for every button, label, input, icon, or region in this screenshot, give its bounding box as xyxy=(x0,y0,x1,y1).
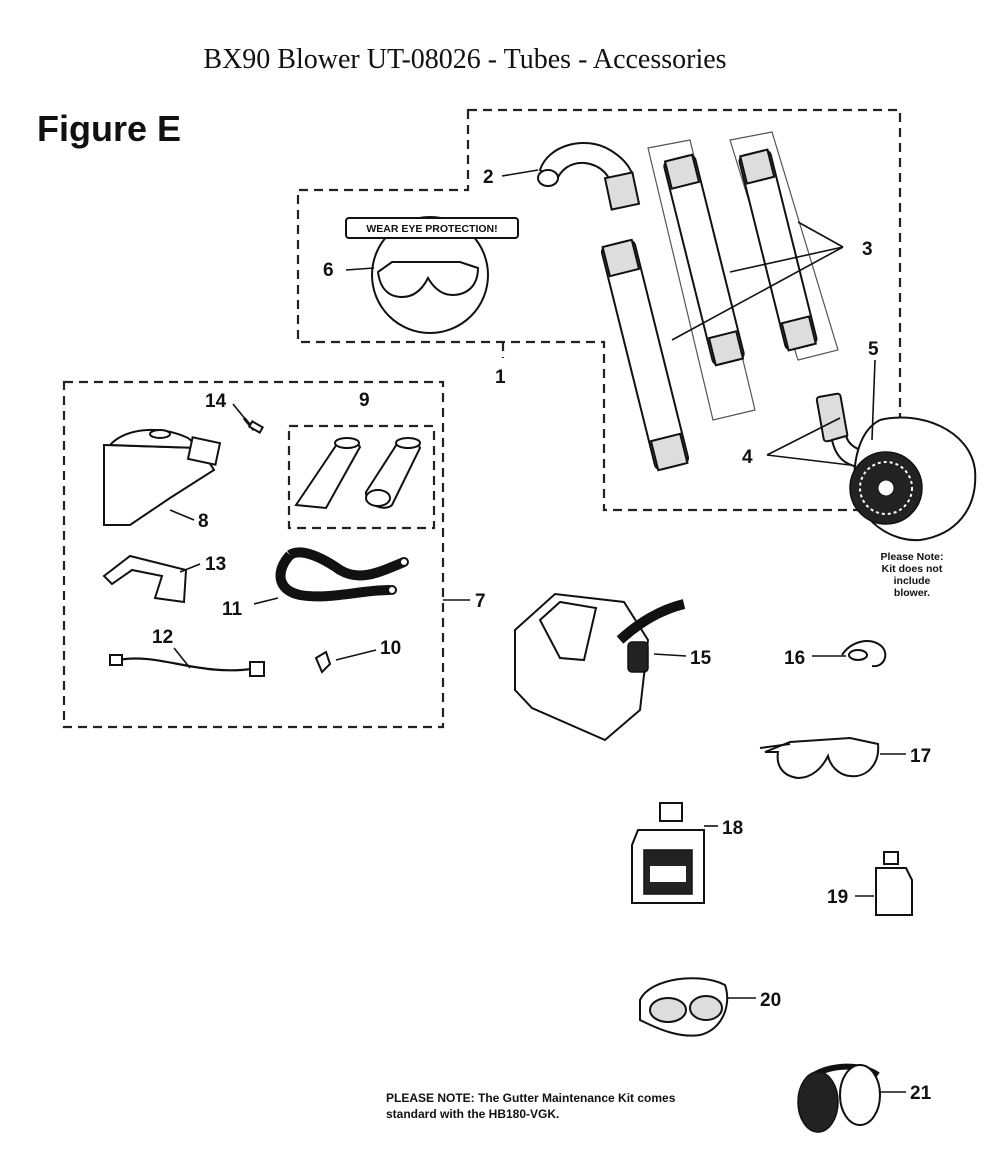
ear-muffs xyxy=(797,1063,881,1133)
nozzle-flat xyxy=(294,437,362,510)
callout-14: 14 xyxy=(205,391,227,412)
straight-tube-1 xyxy=(600,238,690,472)
nozzle-round xyxy=(364,437,422,509)
callout-15: 15 xyxy=(690,648,712,669)
callout-19: 19 xyxy=(827,887,848,908)
figure-label: Figure E xyxy=(37,108,182,149)
kit-7-boundary xyxy=(62,380,445,729)
leader-lines xyxy=(169,169,906,1093)
blower-note-line-1: Please Note: xyxy=(880,551,943,563)
bottom-note-line-2: standard with the HB180-VGK. xyxy=(386,1107,559,1121)
lanyard xyxy=(841,640,887,668)
blower-note-line-2: Kit does not xyxy=(882,563,943,575)
blower-note-line-4: blower. xyxy=(894,587,930,599)
elbow-tube xyxy=(537,141,641,211)
callout-17: 17 xyxy=(910,746,931,767)
callout-7: 7 xyxy=(475,591,486,612)
kit-1-boundary xyxy=(296,108,902,512)
shoulder-strap xyxy=(275,547,409,602)
clip xyxy=(314,650,332,674)
callout-5: 5 xyxy=(868,339,879,360)
blower xyxy=(849,416,977,542)
straight-tube-3 xyxy=(738,148,818,352)
callout-2: 2 xyxy=(483,167,494,188)
callout-1: 1 xyxy=(495,367,506,388)
warning-label: WEAR EYE PROTECTION! xyxy=(366,223,497,235)
callout-13: 13 xyxy=(205,554,226,575)
callout-4: 4 xyxy=(742,447,753,468)
u-clamp xyxy=(102,554,188,604)
callout-10: 10 xyxy=(380,638,401,659)
fuel-can xyxy=(514,592,686,742)
bottom-note-line-1: PLEASE NOTE: The Gutter Maintenance Kit … xyxy=(386,1091,676,1105)
callout-8: 8 xyxy=(198,511,209,532)
oil-bottle-small xyxy=(875,851,913,916)
page-title: BX90 Blower UT-08026 - Tubes - Accessori… xyxy=(203,44,727,75)
callout-11: 11 xyxy=(222,599,243,620)
callout-12: 12 xyxy=(152,627,173,648)
oil-bottle-large xyxy=(631,802,705,904)
callout-18: 18 xyxy=(722,818,743,839)
callout-3: 3 xyxy=(862,239,873,260)
callout-16: 16 xyxy=(784,648,805,669)
callout-20: 20 xyxy=(760,990,781,1011)
eye-protection-badge xyxy=(345,216,519,334)
callout-9: 9 xyxy=(359,390,370,411)
screw xyxy=(242,417,265,434)
safety-glasses xyxy=(759,736,880,780)
kit-9-boundary xyxy=(287,424,436,530)
blower-note-line-3: include xyxy=(894,575,931,587)
goggles xyxy=(639,977,729,1037)
callout-21: 21 xyxy=(910,1083,932,1104)
gutter-attachment xyxy=(103,428,222,526)
callout-6: 6 xyxy=(323,260,334,281)
cable xyxy=(109,654,265,677)
